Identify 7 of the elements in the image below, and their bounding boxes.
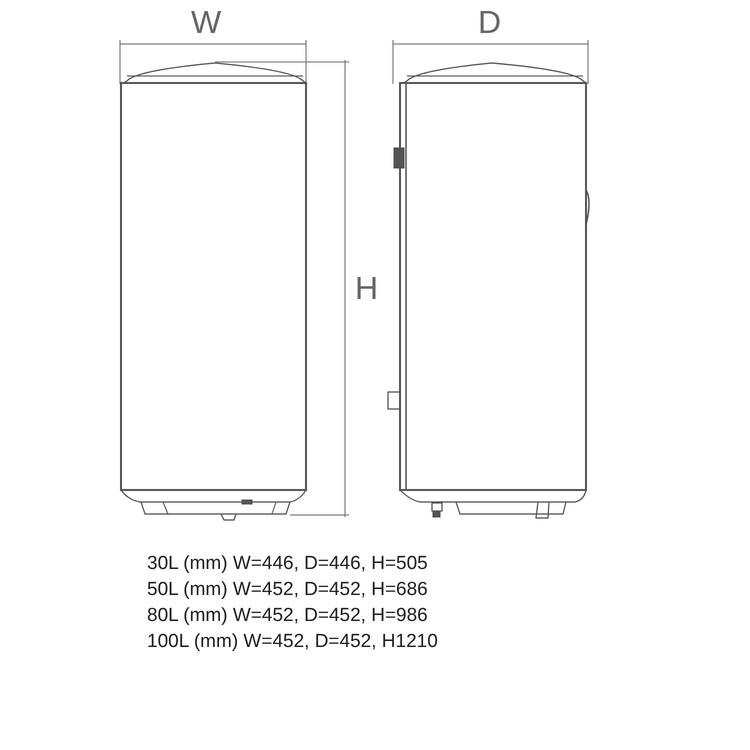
size-spec-text: 30L (mm) W=446, D=446, H=505 [147, 552, 428, 576]
dimension-label: D [478, 3, 502, 42]
dimension-label: W [191, 3, 222, 42]
size-spec-text: 80L (mm) W=452, D=452, H=986 [147, 604, 428, 628]
dimension-label: H [355, 269, 378, 308]
size-spec-text: 50L (mm) W=452, D=452, H=686 [147, 578, 428, 602]
size-spec-text: 100L (mm) W=452, D=452, H1210 [147, 630, 438, 654]
